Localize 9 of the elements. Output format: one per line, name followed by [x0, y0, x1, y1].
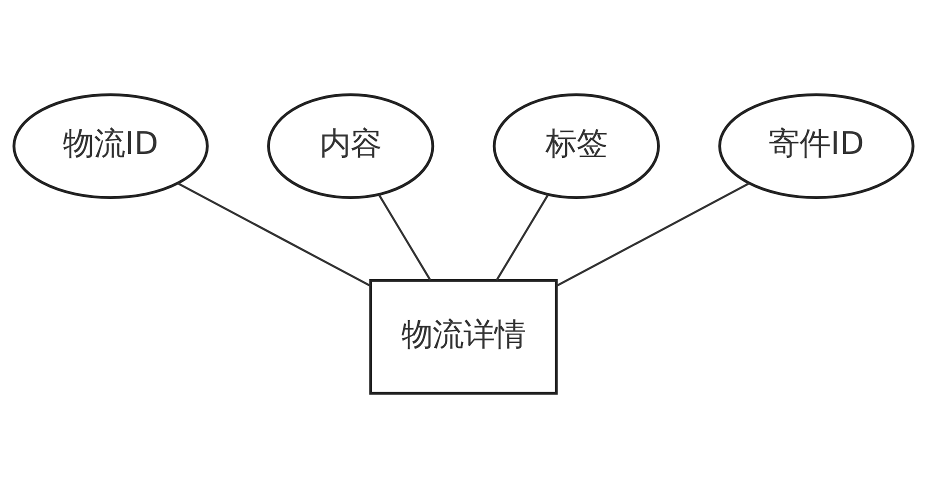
node-ellipse: 内容	[267, 93, 434, 199]
connector	[378, 194, 432, 281]
connector	[178, 182, 371, 287]
connector	[496, 194, 549, 281]
node-ellipse: 寄件ID	[718, 93, 914, 199]
connector	[556, 182, 750, 287]
node-box: 物流详情	[369, 279, 558, 395]
node-ellipse: 标签	[492, 93, 660, 199]
node-ellipse: 物流ID	[12, 93, 209, 199]
